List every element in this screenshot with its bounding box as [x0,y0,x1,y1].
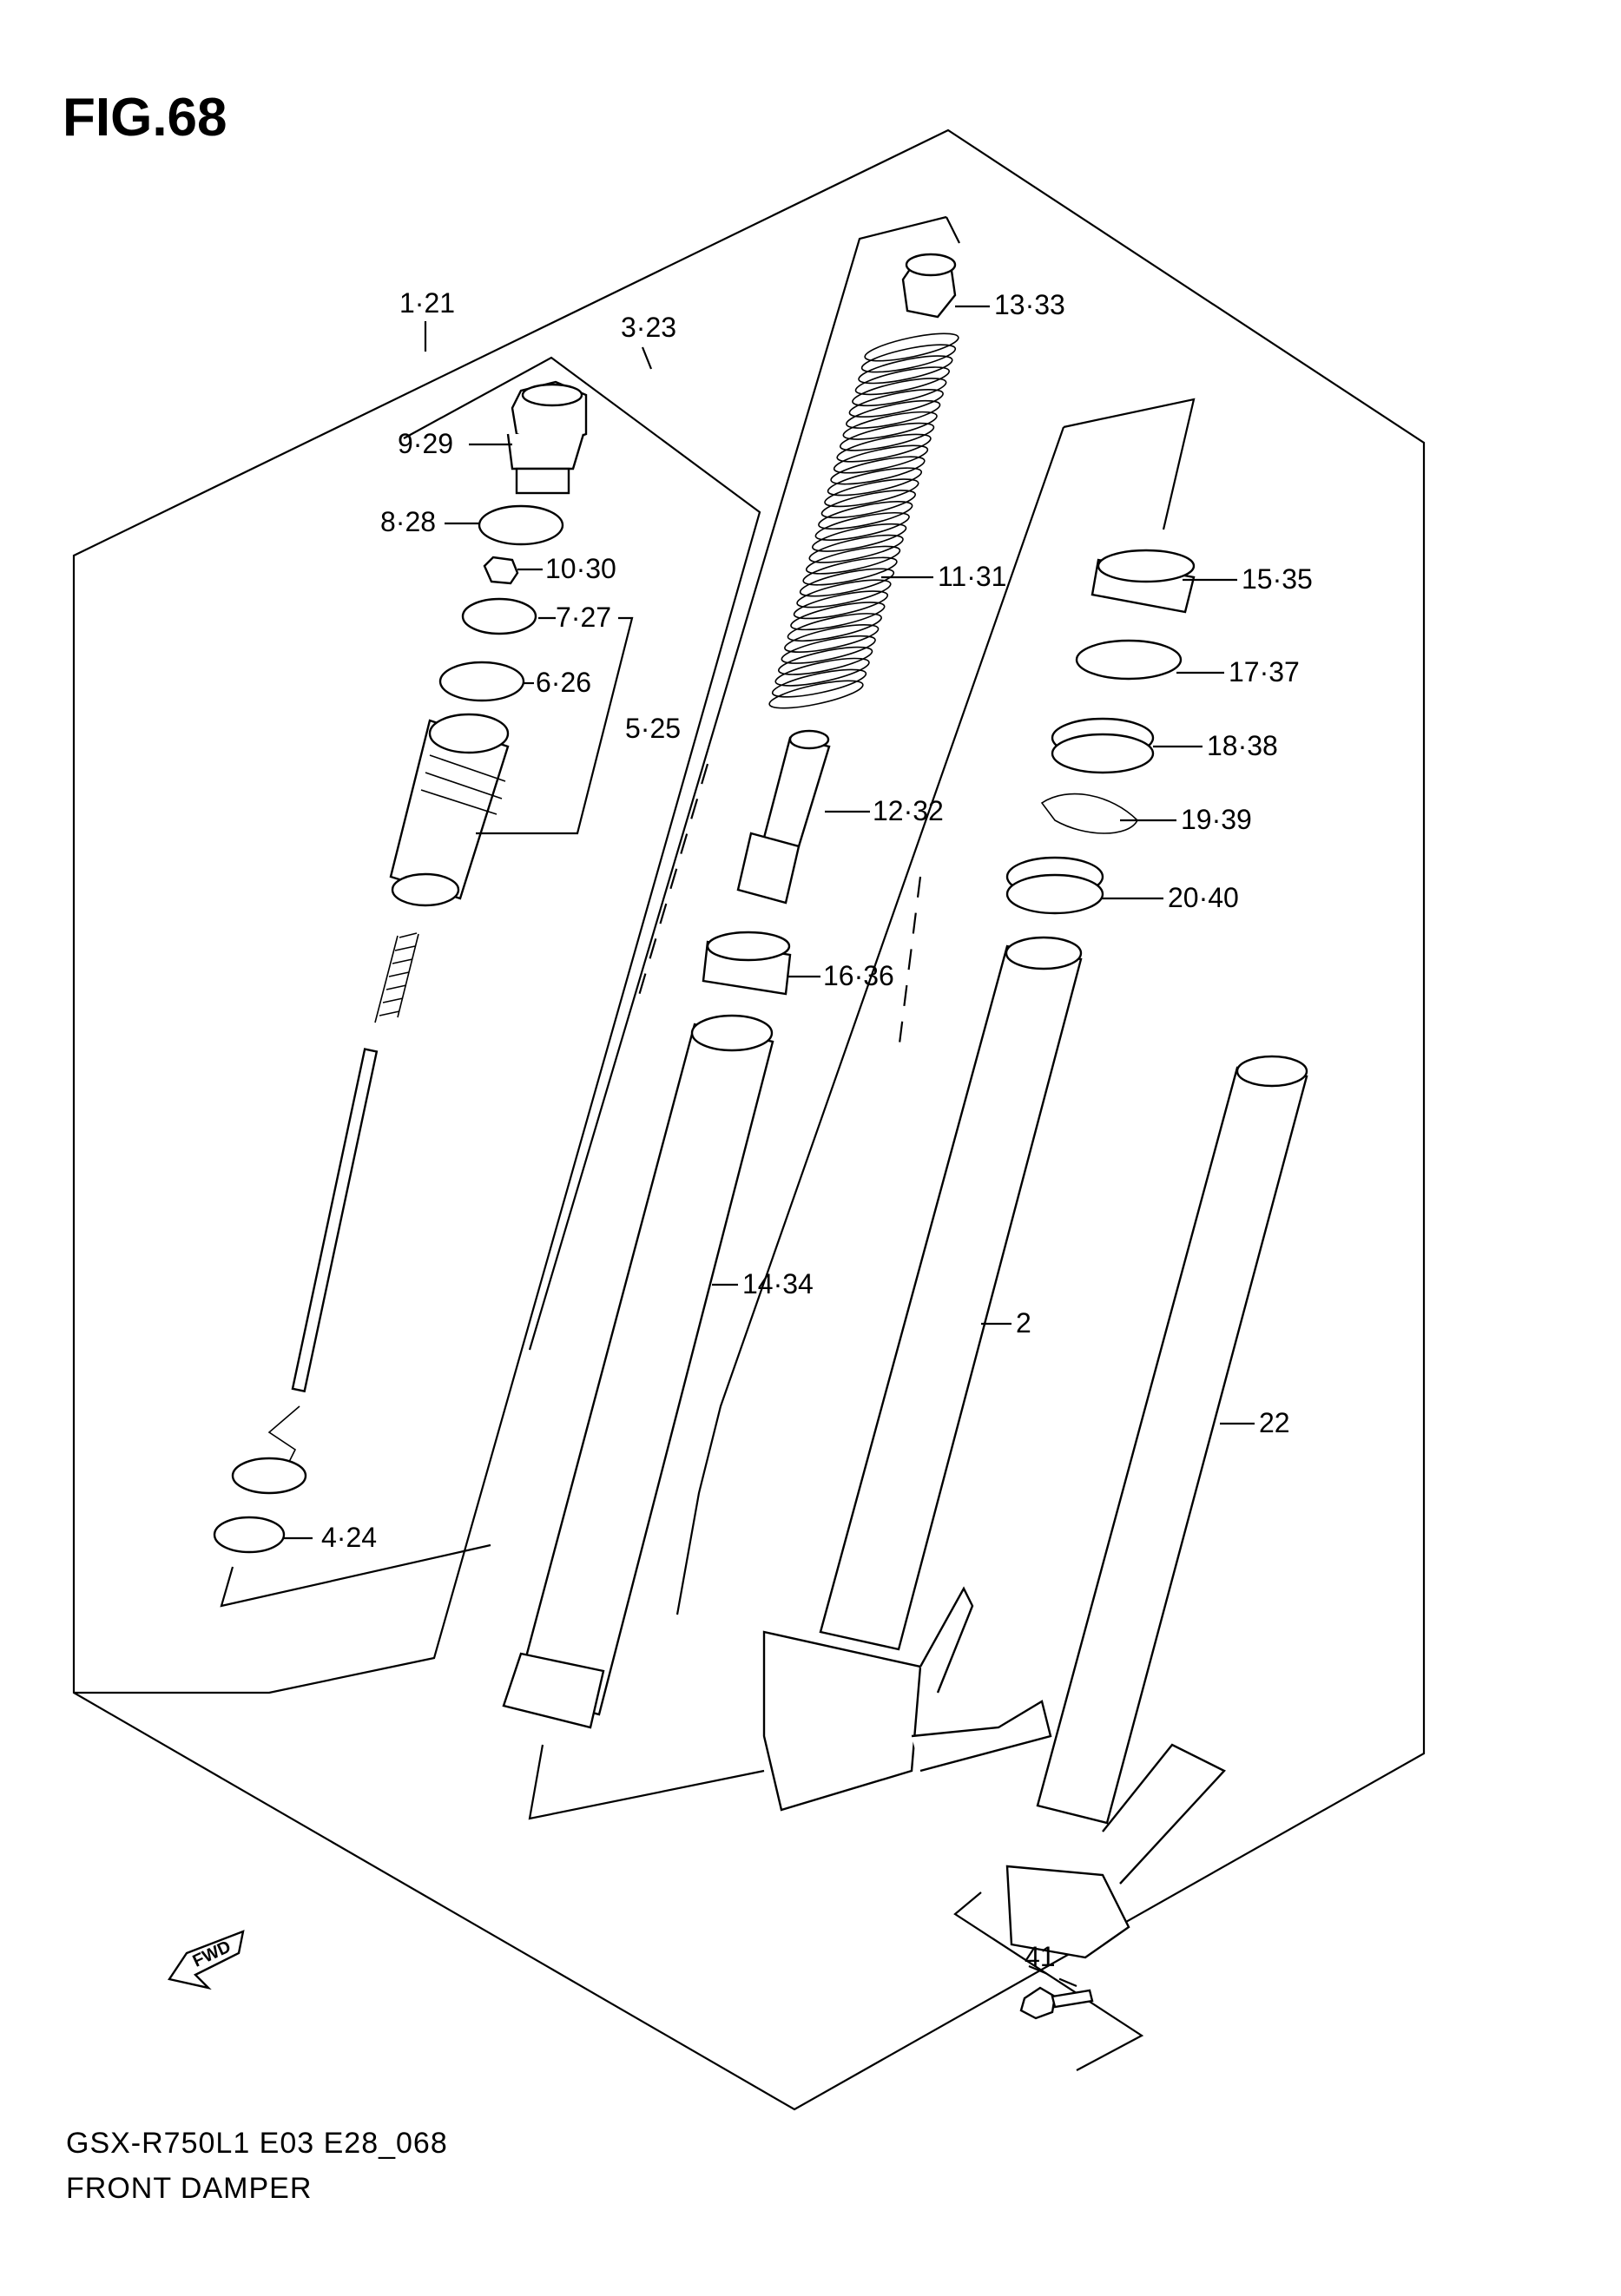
spring-coil [827,467,923,497]
bolt-bracket-dash [1028,1964,1077,1988]
spring-coil [860,344,957,373]
spring-coil [858,355,953,385]
small-spring [374,932,419,1023]
spring-coil [787,613,882,642]
outer-tube-22 [1005,1055,1308,1959]
ring-4 [213,1516,286,1554]
bolt-41 [1019,1986,1094,2020]
spring-coil [864,332,959,362]
callout-6-26: 6·26 [536,667,591,698]
spring-coil [842,411,938,440]
spring-coil [805,545,901,575]
callout-22: 22 [1259,1407,1290,1438]
spring-coil [784,623,880,653]
figure-name: FRONT DAMPER [66,2172,313,2205]
callout-20-40: 20·40 [1168,882,1239,913]
spring-coil [814,511,910,541]
outer-tube-2 [762,936,1083,1812]
spring-coil [799,568,895,597]
spring-coil [846,399,941,429]
spring-coil [790,602,886,631]
callout-7-27: 7·27 [556,602,611,633]
callout-12-32: 12·32 [873,795,944,826]
callout-10-30: 10·30 [545,553,616,584]
bolt-bracket-outline [953,1891,1144,2071]
callout-16-36: 16·36 [823,960,894,991]
spring-coil [852,378,947,407]
bushing-15 [1091,549,1196,614]
callout-13-33: 13·33 [994,289,1065,320]
spring-coil [830,456,926,485]
bushing-16-top [706,931,791,962]
lower-outline [528,1744,765,1820]
spring-retainer [901,253,957,319]
figure-code: GSX-R750L1 E03 E28_068 [66,2127,448,2160]
spring-coil [793,590,889,620]
damper-cartridge-body [389,713,510,907]
figure-title: FIG.68 [63,88,227,148]
callout-9-29: 9·29 [398,428,453,459]
callout-1-21: 1·21 [399,287,455,319]
inner-group-outline-dash [636,763,709,999]
inner-tube [502,1014,774,1729]
spring-coil [836,433,932,463]
callout-3-23: 3·23 [621,312,676,343]
o-ring-8 [478,504,564,546]
callout-41: 41 [1025,1941,1056,1972]
outer-group-outline-left [675,426,1065,1615]
outer-group-outline [1063,398,1196,530]
callout-4-24: 4·24 [321,1522,377,1553]
spring-coil [777,646,873,675]
spring-coil [818,501,913,530]
spring-coil [812,523,907,552]
callout-2: 2 [1016,1307,1031,1339]
top-cap-bolt [506,380,588,495]
spring-coil [774,657,870,687]
spring-coil [833,444,929,474]
callout-17-37: 17·37 [1229,656,1300,687]
ring-7 [461,597,537,635]
callout-11-31: 11·31 [938,561,1006,592]
spring-coil [808,534,904,563]
spring-coil [802,556,898,586]
leader-lines [284,305,1255,1540]
spring-coil [839,422,935,451]
oil-seal-18 [1051,717,1155,774]
fork-spring [768,332,959,709]
spring-coil [771,668,867,698]
stopper-ring-19 [1040,793,1138,834]
spring-coil [781,635,876,664]
outer-group-outline-dash [897,876,922,1051]
dust-seal-20 [1005,856,1104,915]
spring-coil [848,389,944,418]
inner-group-outline [528,215,947,1351]
callout-8-28: 8·28 [380,506,436,537]
nut-10 [483,556,519,585]
callout-14-34: 14·34 [742,1268,814,1299]
callout-5-25: 5·25 [625,713,681,744]
spacer [736,729,831,905]
callout-18-38: 18·38 [1207,730,1278,761]
spring-coil [824,478,919,508]
spring-coil [768,680,864,709]
callout-19-39: 19·39 [1181,804,1252,835]
fwd-arrow-icon: FWD [168,1930,245,1990]
ring-6 [438,661,525,702]
callout-15-35: 15·35 [1242,563,1313,595]
cartridge-group-outline [74,356,761,1694]
cartridge-group-outline-lower [220,1543,491,1608]
spring-coil [854,366,951,396]
inner-group-outline-right [946,216,960,244]
spring-coil [820,490,916,519]
spring-coil [796,579,892,609]
damper-rod [231,1048,379,1495]
washer-17 [1075,639,1183,681]
